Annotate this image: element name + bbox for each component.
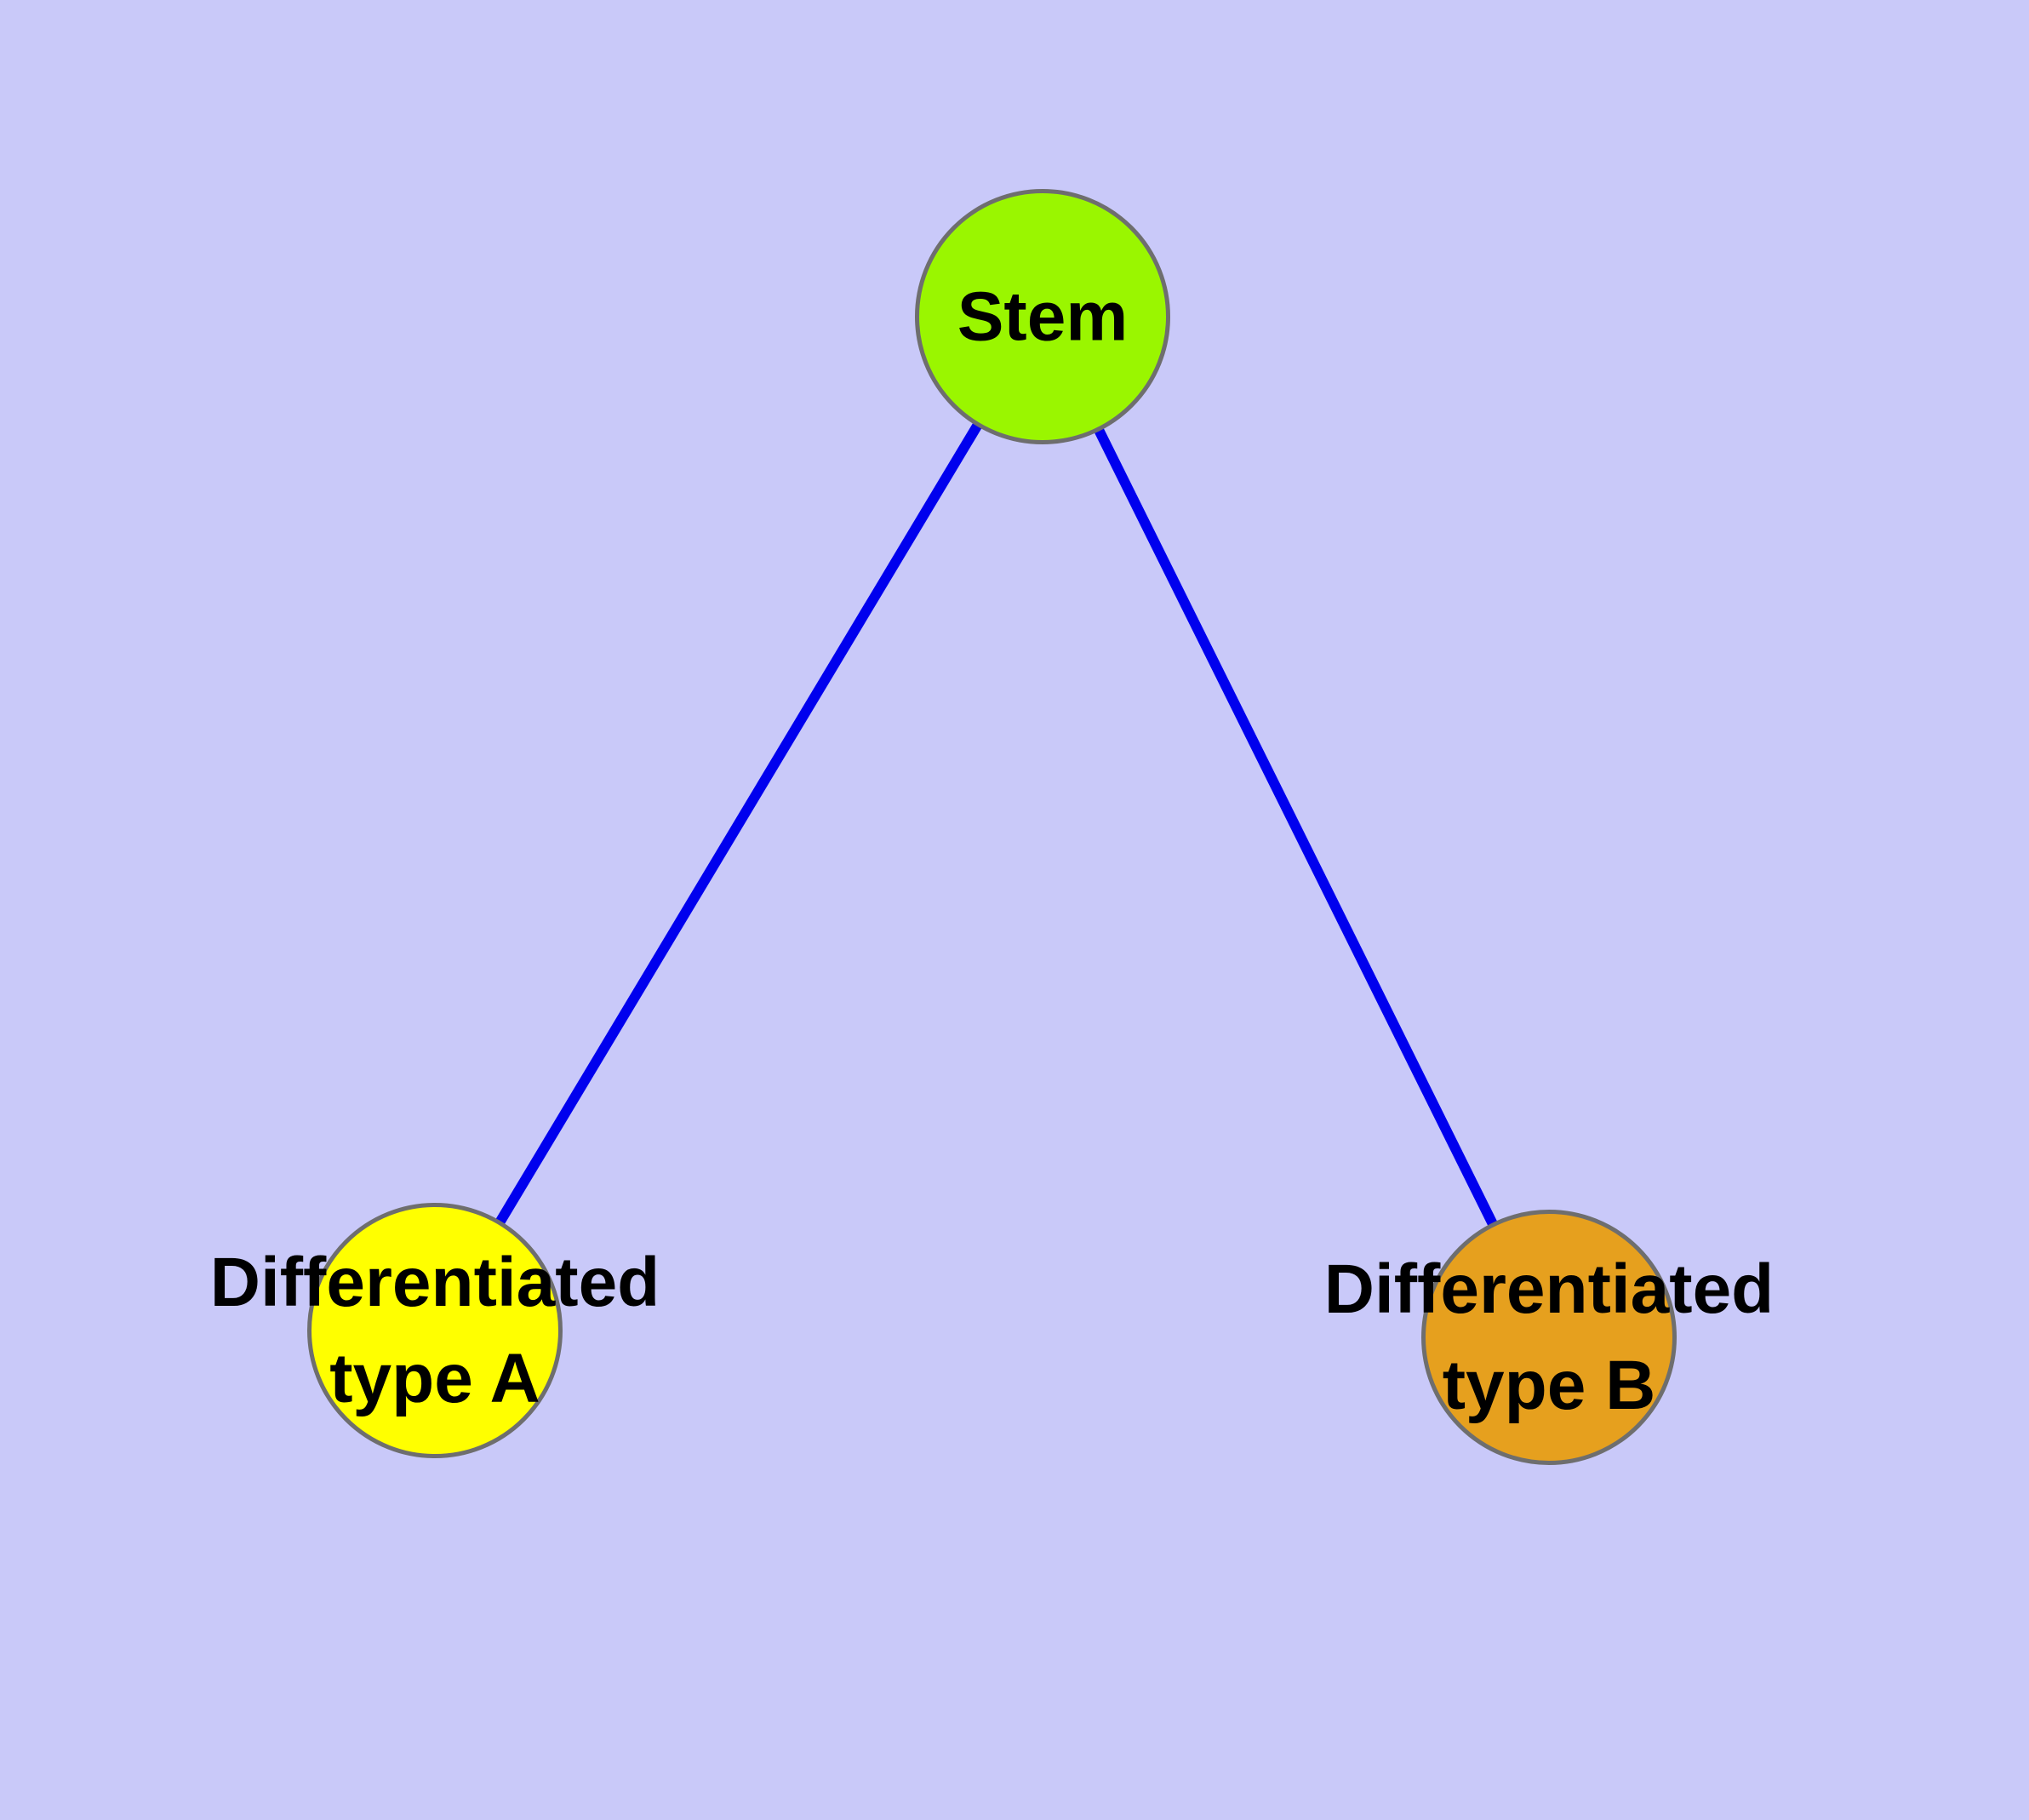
- node-label: Stem: [957, 268, 1129, 364]
- node-label-line: Differentiated: [209, 1243, 660, 1321]
- node-label-line: Stem: [957, 278, 1129, 356]
- node-label-line: Differentiated: [1323, 1250, 1775, 1328]
- node-label: Differentiated type B: [1324, 1241, 1775, 1434]
- node-type-a[interactable]: Differentiated type A: [210, 1203, 660, 1458]
- node-circle: [1421, 1210, 1677, 1465]
- edge-stem-type-a[interactable]: [430, 313, 1048, 1334]
- node-label-line: type A: [329, 1340, 540, 1417]
- node-type-b[interactable]: Differentiated type B: [1324, 1210, 1774, 1465]
- node-label-line: type B: [1442, 1347, 1656, 1424]
- node-circle: [307, 1203, 563, 1458]
- edge-stem-type-b[interactable]: [1037, 314, 1554, 1340]
- node-stem[interactable]: Stem: [915, 189, 1170, 444]
- node-label: Differentiated type A: [210, 1234, 660, 1427]
- node-circle: [915, 189, 1170, 444]
